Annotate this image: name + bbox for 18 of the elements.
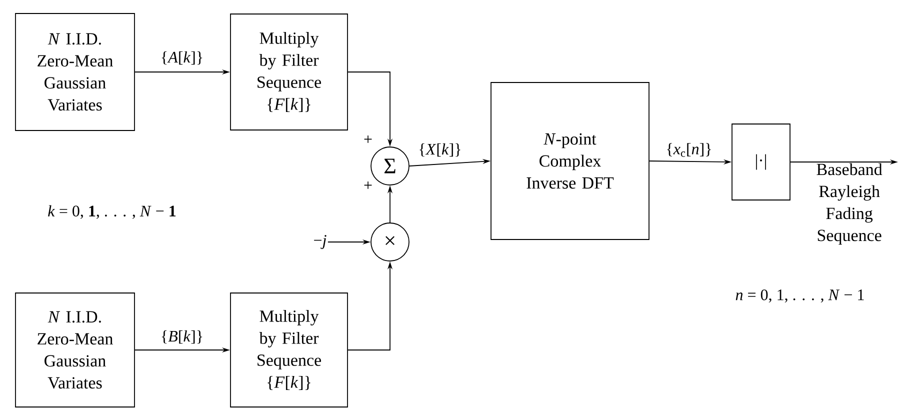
output-label: Baseband Rayleigh Fading Sequence bbox=[816, 163, 882, 245]
idft-box: N-point Complex Inverse DFT bbox=[490, 82, 650, 240]
edge-label: {X[k]} bbox=[417, 142, 463, 158]
filter-box: Multiply by Filter Sequence {F[k]} bbox=[230, 14, 348, 130]
input-label: −j bbox=[314, 235, 326, 249]
edge-label: {B[k]} bbox=[159, 329, 205, 345]
multiplier: × bbox=[370, 222, 410, 262]
source-box: N I.I.D. Zero-Mean Gaussian Variates bbox=[15, 13, 135, 131]
source-box: N I.I.D. Zero-Mean Gaussian Variates bbox=[15, 292, 135, 408]
edge-label: {x$_{c}$[n]} bbox=[664, 142, 714, 158]
plus-sign: + bbox=[364, 181, 372, 189]
plus-sign: + bbox=[364, 135, 372, 143]
summing-junction: Σ bbox=[370, 146, 410, 186]
filter-box: Multiply by Filter Sequence {F[k]} bbox=[230, 292, 348, 408]
edge-label: {A[k]} bbox=[159, 50, 205, 66]
index-range: n = 0, 1, . . . , N − 1 bbox=[736, 289, 864, 303]
magnitude-box: |·| bbox=[732, 124, 790, 200]
index-range: k = 0, 1, . . . , N − 1 bbox=[48, 205, 176, 219]
